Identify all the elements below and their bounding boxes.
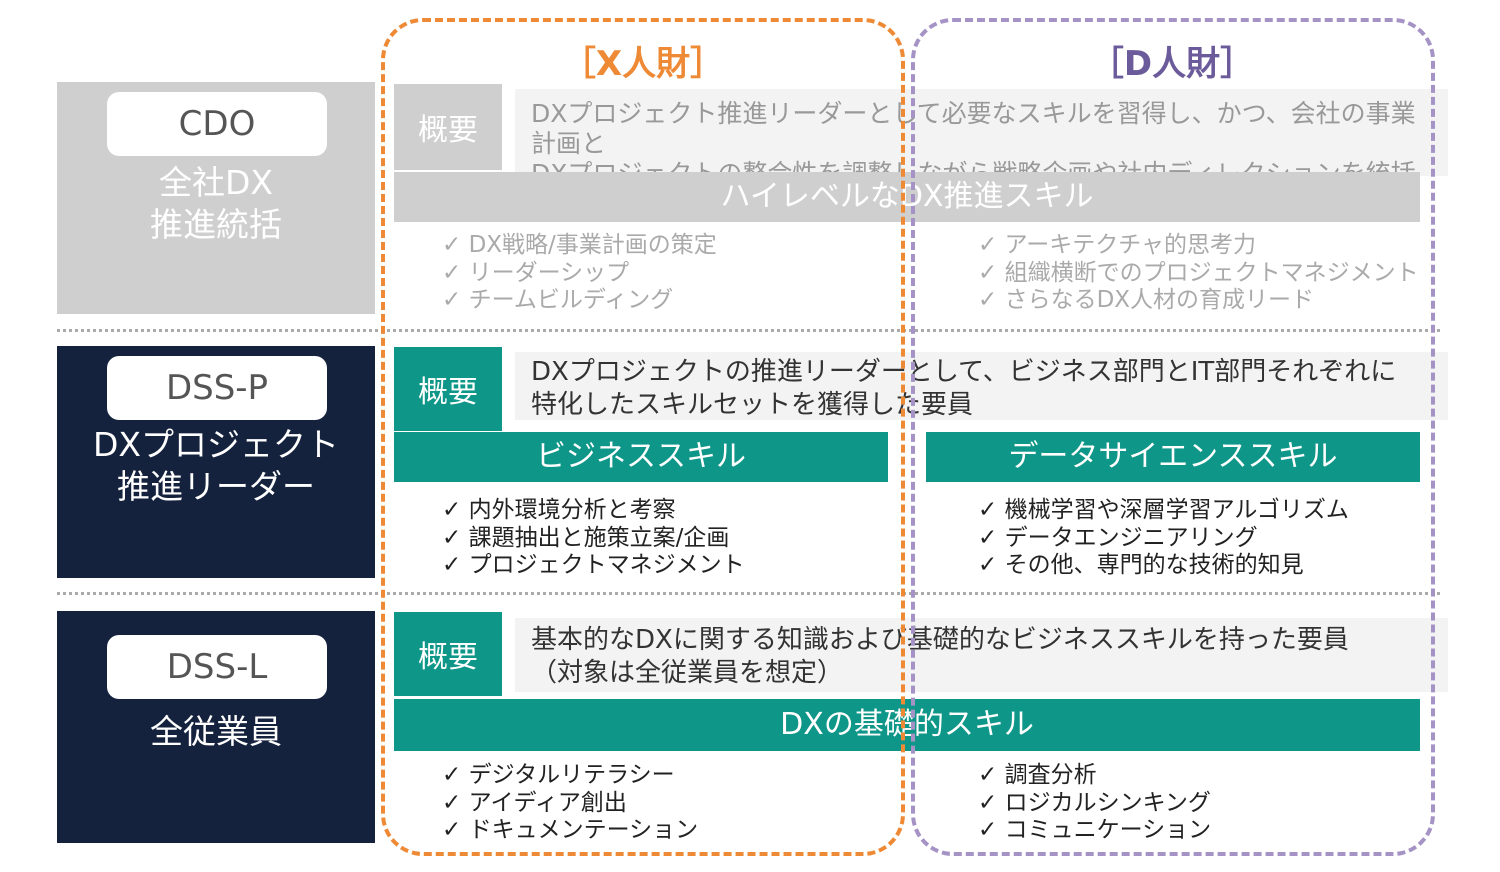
check-item: ✓ プロジェクトマネジメント [442,552,745,578]
dssp-gaiyo-label: 概要 [394,347,502,431]
check-item: ✓ 機械学習や深層学習アルゴリズム [978,497,1349,523]
check-item: ✓ データエンジニアリング [978,524,1258,551]
check-item: ✓ チームビルディング [442,287,674,313]
cdo-left-checklist: ✓ DX戦略/事業計画の策定 ✓ リーダーシップ ✓ チームビルディング [442,232,717,315]
check-item: ✓ アイディア創出 [442,789,627,816]
cdo-role-box: CDO 全社DX 推進統括 [57,82,375,314]
dssp-description: DXプロジェクト 推進リーダー [92,425,340,506]
check-item: ✓ DX戦略/事業計画の策定 [442,232,717,258]
cdo-description: 全社DX 推進統括 [150,163,282,244]
dssp-right-checklist: ✓ 機械学習や深層学習アルゴリズム ✓ データエンジニアリング ✓ その他、専門… [978,497,1349,580]
cdo-gaiyo-label: 概要 [394,84,502,170]
dssl-role-box: DSS-L 全従業員 [57,611,375,843]
dssp-tag: DSS-P [107,356,327,420]
check-item: ✓ ドキュメンテーション [442,817,699,843]
dssp-datascience-skill-bar: データサイエンススキル [926,432,1420,482]
tier-divider [57,329,1440,332]
check-item: ✓ その他、専門的な技術的知見 [978,552,1304,578]
cdo-skill-bar: ハイレベルなDX推進スキル [394,172,1420,222]
check-item: ✓ リーダーシップ [442,259,630,286]
x-talent-column-frame [381,18,905,856]
dssp-left-checklist: ✓ 内外環境分析と考察 ✓ 課題抽出と施策立案/企画 ✓ プロジェクトマネジメン… [442,497,745,580]
check-item: ✓ デジタルリテラシー [442,762,675,788]
dssp-summary-text: DXプロジェクトの推進リーダーとして、ビジネス部門とIT部門それぞれに 特化した… [515,352,1448,420]
dssp-role-box: DSS-P DXプロジェクト 推進リーダー [57,346,375,578]
check-item: ✓ さらなるDX人材の育成リード [978,287,1315,313]
d-talent-title: ［D人財］ [1089,44,1255,84]
cdo-tag: CDO [107,92,327,156]
tier-divider [57,592,1440,595]
check-item: ✓ アーキテクチャ的思考力 [978,232,1256,258]
check-item: ✓ ロジカルシンキング [978,789,1211,816]
dssl-description: 全従業員 [150,712,282,751]
check-item: ✓ 調査分析 [978,762,1097,788]
dssl-gaiyo-label: 概要 [394,612,502,696]
dssl-summary-text: 基本的なDXに関する知識および基礎的なビジネススキルを持った要員 （対象は全従業… [515,618,1448,692]
cdo-right-checklist: ✓ アーキテクチャ的思考力 ✓ 組織横断でのプロジェクトマネジメント ✓ さらな… [978,232,1419,315]
dssl-right-checklist: ✓ 調査分析 ✓ ロジカルシンキング ✓ コミュニケーション [978,762,1211,845]
d-talent-column-frame [911,18,1435,856]
x-talent-title: ［X人財］ [561,44,725,84]
dssl-tag: DSS-L [107,635,327,699]
dssp-business-skill-bar: ビジネススキル [394,432,888,482]
dssl-left-checklist: ✓ デジタルリテラシー ✓ アイディア創出 ✓ ドキュメンテーション [442,762,698,845]
check-item: ✓ 課題抽出と施策立案/企画 [442,524,730,551]
check-item: ✓ コミュニケーション [978,817,1212,843]
dssl-basic-skill-bar: DXの基礎的スキル [394,699,1420,751]
check-item: ✓ 内外環境分析と考察 [442,497,676,523]
check-item: ✓ 組織横断でのプロジェクトマネジメント [978,259,1419,286]
